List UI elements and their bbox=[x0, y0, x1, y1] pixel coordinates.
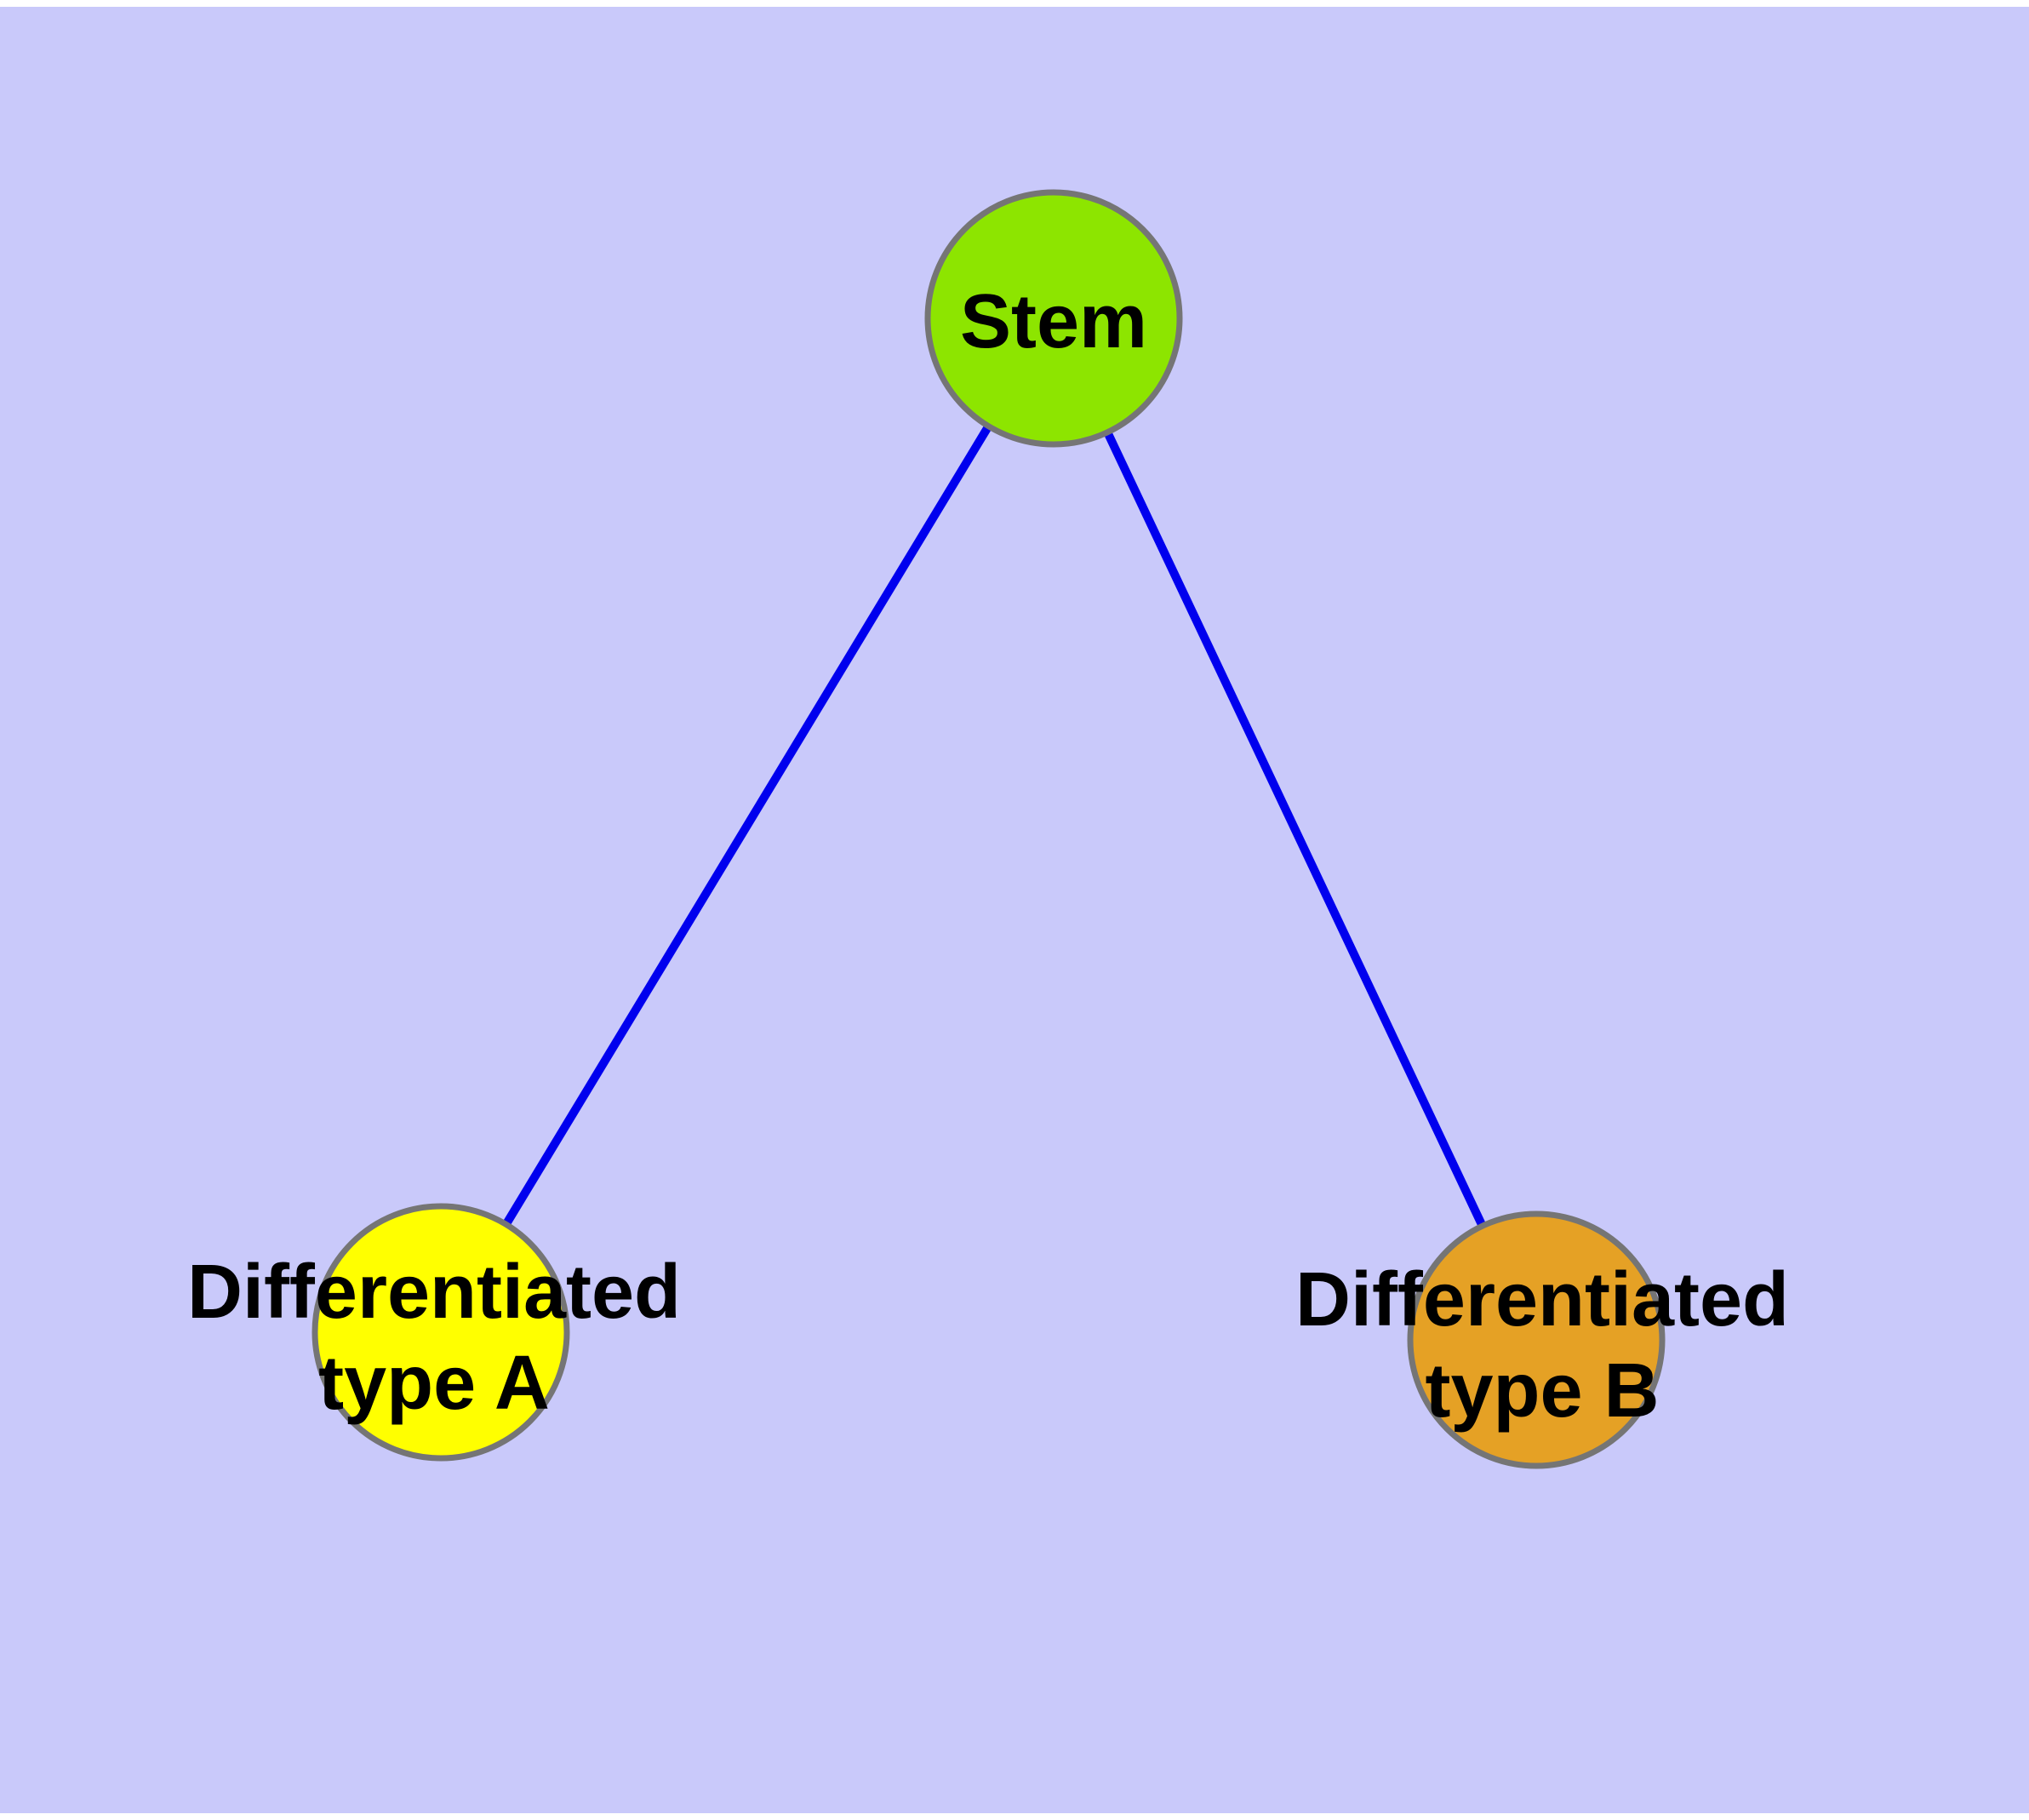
edge-stem-to-type-a bbox=[437, 316, 1058, 1335]
node-type-b-label-line-2: type B bbox=[1425, 1348, 1659, 1434]
node-differentiated-type-b bbox=[1407, 1210, 1666, 1469]
node-stem bbox=[924, 189, 1183, 448]
node-type-b-label-line-1: Differentiated bbox=[1295, 1257, 1789, 1342]
node-type-a-label-line-2: type A bbox=[318, 1341, 550, 1426]
node-stem-label: Stem bbox=[960, 279, 1147, 364]
node-differentiated-type-a bbox=[311, 1203, 570, 1462]
edge-stem-to-type-b bbox=[1049, 316, 1540, 1342]
node-type-a-label-line-1: Differentiated bbox=[187, 1250, 681, 1335]
